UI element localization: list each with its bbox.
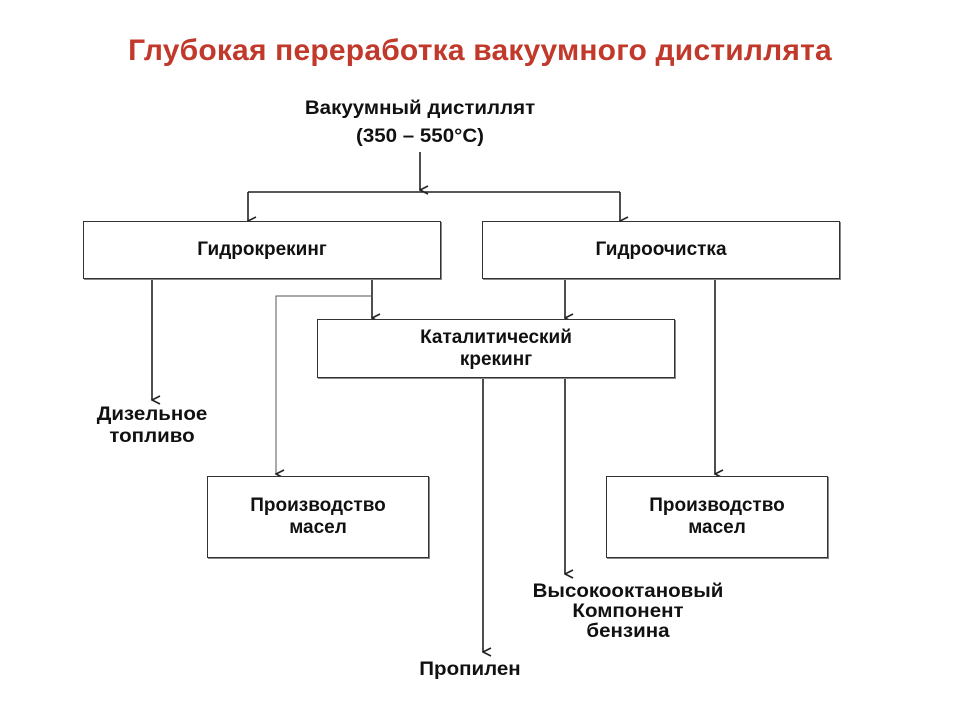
oil-production-left-label-1: Производство	[250, 495, 386, 516]
oil-production-left-box: Производство масел	[207, 476, 429, 558]
oil-production-right-label-1: Производство	[649, 495, 785, 516]
oil-production-right-label-2: масел	[688, 517, 746, 538]
gasoline-line-1: Высокооктановый	[532, 581, 724, 602]
hydrotreating-box: Гидроочистка	[482, 221, 840, 279]
diesel-line-1: Дизельное	[96, 404, 208, 425]
gasoline-line-2: Компонент	[572, 601, 684, 622]
source-line-2: (350 – 550°С)	[356, 126, 484, 147]
propylene-output: Пропилен	[419, 659, 521, 680]
hydrocracking-label: Гидрокрекинг	[197, 239, 327, 260]
oil-production-left-label-2: масел	[289, 517, 347, 538]
hydrocracking-box: Гидрокрекинг	[83, 221, 441, 279]
source-line-1: Вакуумный дистиллят	[304, 98, 536, 119]
gasoline-line-3: бензина	[586, 621, 670, 642]
catalytic-cracking-label-2: крекинг	[459, 348, 533, 370]
hydrotreating-label: Гидроочистка	[595, 239, 727, 260]
connector-hc-to-oil-left	[276, 295, 372, 474]
page-title: Глубокая переработка вакуумного дистилля…	[128, 34, 832, 67]
diesel-output: Дизельное топливо	[44, 404, 260, 448]
gasoline-output: Высокооктановый Компонент бензина	[466, 582, 790, 642]
catalytic-cracking-box: Каталитический крекинг	[317, 319, 675, 378]
oil-production-right-box: Производство масел	[606, 476, 828, 558]
source-label: Вакуумный дистиллят (350 – 550°С)	[236, 98, 603, 148]
diesel-line-2: топливо	[109, 426, 195, 447]
catalytic-cracking-label-1: Каталитический	[420, 326, 572, 348]
